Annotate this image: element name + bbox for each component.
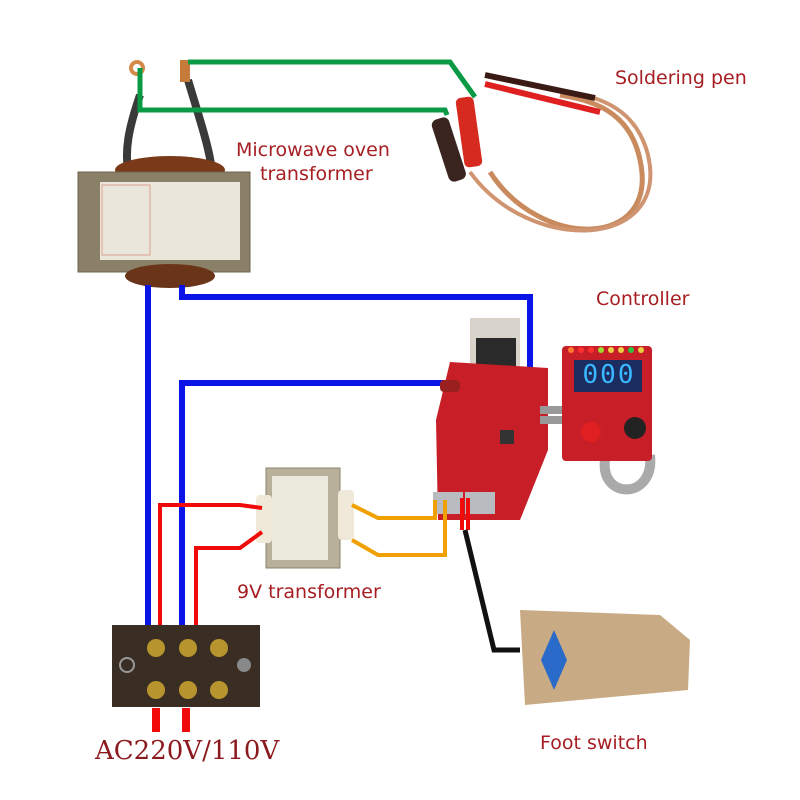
- soldering-pen-label: Soldering pen: [615, 67, 747, 89]
- soldering-pen: [431, 72, 653, 233]
- 9v-transformer-label: 9V transformer: [237, 581, 381, 603]
- foot-switch: [520, 610, 690, 705]
- ac-input-label: AC220V/110V: [95, 736, 280, 766]
- foot-switch-cable: [462, 529, 520, 653]
- ac-input-wire-l: [152, 708, 160, 732]
- ribbon-loop: [599, 454, 656, 495]
- ac-input-wire-n: [182, 708, 190, 732]
- controller-label: Controller: [596, 288, 690, 310]
- 9v-transformer: [256, 467, 354, 569]
- blue-wires: [145, 285, 533, 640]
- adjust-knob: [624, 417, 646, 439]
- controller-board: [433, 318, 548, 520]
- start-button: [581, 422, 601, 442]
- display-digits: 000: [582, 360, 636, 390]
- foot-switch-label: Foot switch: [540, 732, 648, 754]
- green-wires: [137, 59, 478, 116]
- mot-label-line2: transformer: [260, 163, 373, 185]
- terminal-block: [112, 625, 260, 707]
- orange-wires: [351, 500, 447, 557]
- mot-label-line1: Microwave oven: [236, 139, 390, 161]
- controller-display-panel: [562, 346, 652, 461]
- microwave-oven-transformer: [77, 60, 251, 288]
